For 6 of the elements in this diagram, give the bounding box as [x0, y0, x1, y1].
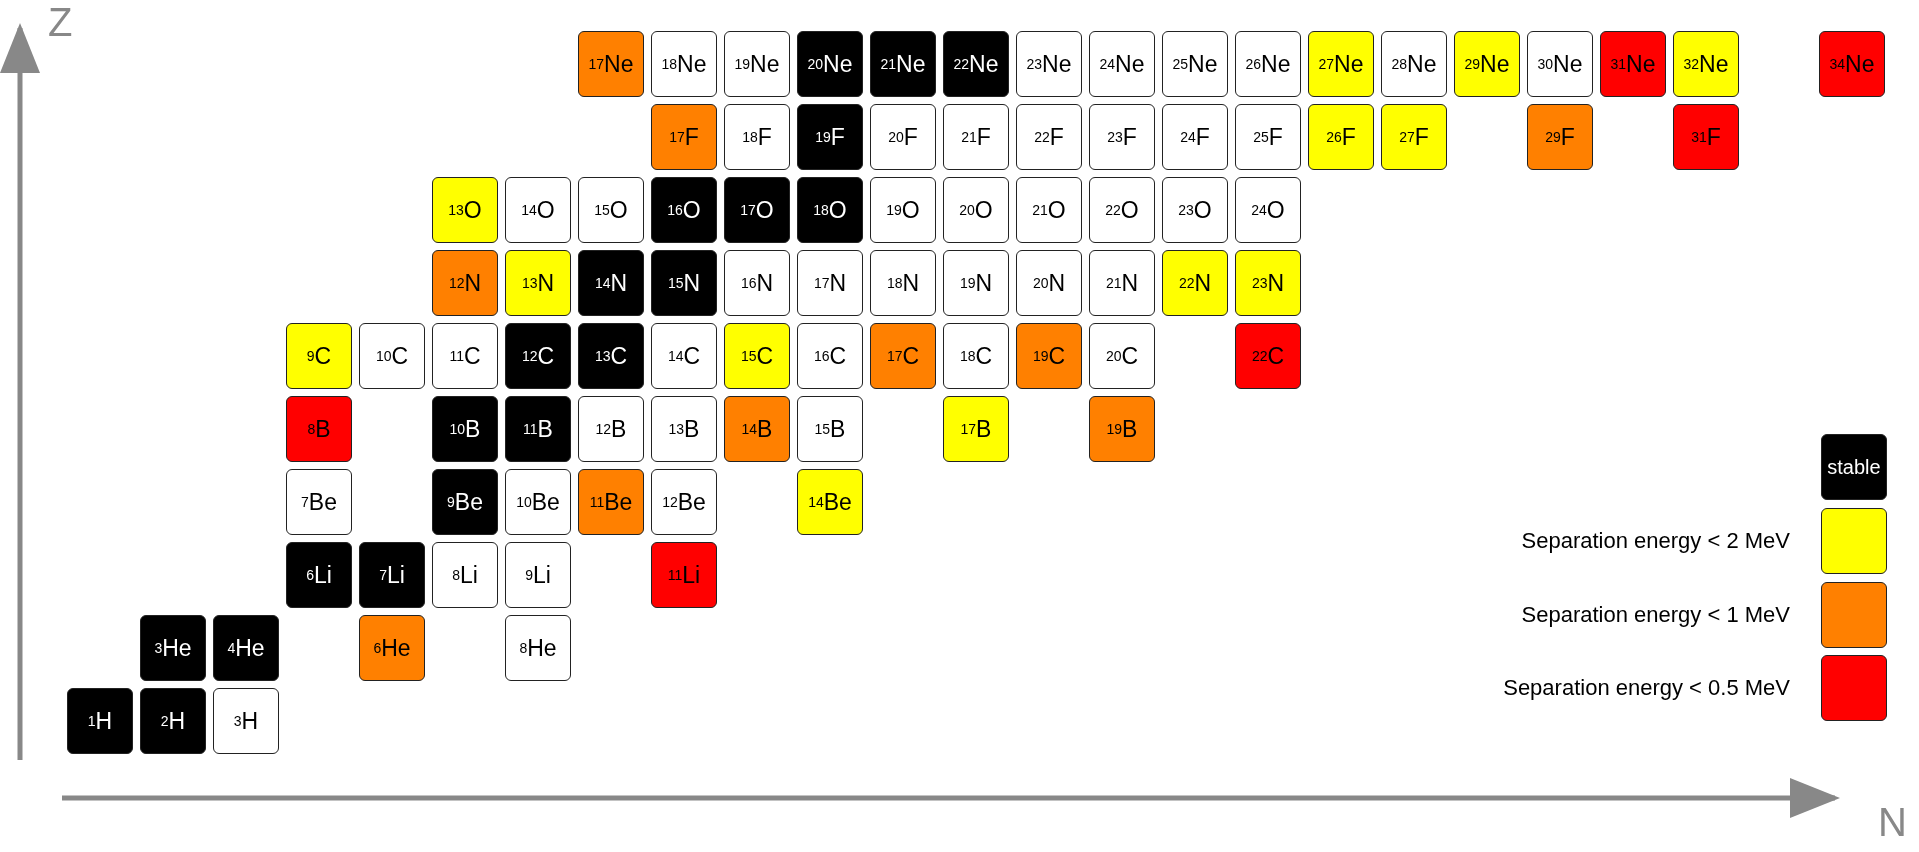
legend-label: Separation energy < 2 MeV — [1521, 528, 1790, 554]
legend-label: Separation energy < 1 MeV — [1521, 602, 1790, 628]
axis-label: Z — [48, 0, 73, 45]
axis-label: N — [1878, 800, 1907, 845]
legend-label: Separation energy < 0.5 MeV — [1503, 675, 1790, 701]
legend-label: stable — [1827, 455, 1881, 479]
